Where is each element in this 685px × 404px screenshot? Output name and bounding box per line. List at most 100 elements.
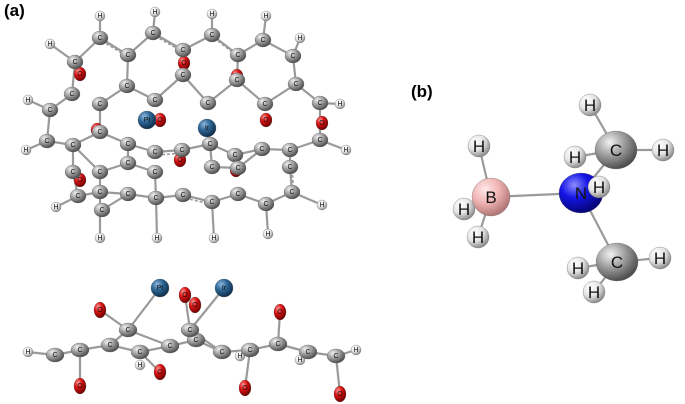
- atom-c: C: [311, 132, 329, 148]
- atom-label: C: [125, 160, 130, 167]
- atom-h: H: [206, 8, 218, 20]
- atom-c: C: [119, 47, 137, 63]
- atom-c: C: [298, 344, 318, 360]
- atom-label: C: [317, 100, 322, 107]
- molecule-top-view-icon: OOOOOOOOOOOCCCCCCCCCCCCCCCCCCCCCCCCCCCCC…: [20, 6, 352, 244]
- atom-label: O: [277, 309, 283, 316]
- atom-label: O: [77, 383, 83, 390]
- atom-label: C: [44, 138, 49, 145]
- atom-label: C: [293, 81, 298, 88]
- atom-label: B: [485, 188, 496, 207]
- atom-c: C: [45, 347, 65, 363]
- atom-label: C: [205, 100, 210, 107]
- atom-label: C: [99, 207, 104, 214]
- atom-label: H: [569, 148, 581, 167]
- atom-label: C: [152, 149, 157, 156]
- atom-label: C: [275, 341, 280, 348]
- atom-h: H: [334, 98, 346, 110]
- atom-c: C: [41, 102, 59, 118]
- atom-label: H: [297, 35, 302, 42]
- atom-label: C: [262, 101, 267, 108]
- atom-o: O: [153, 363, 167, 381]
- atom-c: C: [173, 142, 191, 158]
- atom-o: O: [259, 112, 273, 128]
- atom-c: C: [281, 159, 299, 175]
- atom-label: H: [654, 249, 666, 268]
- atom-label: H: [343, 147, 348, 154]
- atom-label: O: [319, 120, 325, 127]
- atom-c: C: [253, 141, 271, 157]
- atom-label: H: [572, 259, 584, 278]
- atom-h: H: [134, 359, 146, 371]
- atom-h: H: [94, 232, 106, 244]
- atom-c: C: [130, 344, 150, 360]
- atom-label: C: [209, 32, 214, 39]
- atom-label: C: [317, 137, 322, 144]
- atom-label: H: [209, 11, 214, 18]
- atom-c: C: [63, 86, 81, 102]
- atom-c: C: [146, 92, 164, 108]
- atom-c: C: [203, 194, 221, 210]
- atom-c: C: [100, 337, 120, 353]
- atom-label: O: [157, 117, 163, 124]
- atom-label: C: [97, 189, 102, 196]
- atom-label: C: [209, 199, 214, 206]
- atom-pt: Pt: [150, 278, 170, 298]
- atom-c: C: [119, 136, 137, 152]
- atom-o: O: [178, 286, 192, 304]
- atom-label: C: [180, 192, 185, 199]
- atom-c: C: [146, 144, 164, 160]
- atom-c: C: [595, 242, 639, 282]
- atom-label: C: [97, 35, 102, 42]
- atom-h: H: [563, 145, 587, 169]
- atom-pt: Pt: [137, 110, 157, 130]
- atom-label: C: [75, 193, 80, 200]
- atom-ir: Ir: [197, 118, 217, 138]
- atom-c: C: [91, 30, 109, 46]
- atom-label: H: [211, 235, 216, 242]
- atom-c: C: [91, 96, 109, 112]
- atom-label: O: [77, 71, 83, 78]
- atom-label: H: [152, 9, 157, 16]
- atom-h: H: [340, 144, 352, 156]
- atom-h: H: [20, 144, 32, 156]
- atom-h: H: [350, 344, 362, 356]
- atom-label: H: [337, 101, 342, 108]
- atom-c: C: [240, 342, 260, 358]
- atom-c: C: [64, 137, 82, 153]
- atom-label: C: [234, 77, 239, 84]
- atom-o: O: [315, 115, 329, 131]
- atom-c: C: [144, 25, 162, 41]
- atom-label: C: [70, 169, 75, 176]
- atom-label: C: [125, 191, 130, 198]
- atom-h: H: [22, 94, 34, 106]
- atom-o: O: [188, 296, 202, 314]
- atom-label: H: [23, 147, 28, 154]
- atom-c: C: [256, 96, 274, 112]
- atom-label: C: [287, 164, 292, 171]
- atom-c: C: [311, 95, 329, 111]
- atom-label: Ir: [205, 125, 210, 132]
- atom-c: C: [326, 348, 346, 364]
- atom-label: H: [593, 178, 605, 197]
- atom-c: C: [254, 32, 272, 48]
- atom-h: H: [452, 197, 476, 221]
- atom-label: C: [260, 37, 265, 44]
- atom-c: C: [66, 54, 84, 70]
- atom-label: Ir: [222, 285, 227, 292]
- atom-label: C: [290, 53, 295, 60]
- atom-label: C: [263, 201, 268, 208]
- atom-h: H: [466, 225, 490, 249]
- atom-label: C: [209, 164, 214, 171]
- atom-label: C: [97, 129, 102, 136]
- atom-label: C: [179, 147, 184, 154]
- atom-label: O: [192, 302, 198, 309]
- atom-c: C: [69, 188, 87, 204]
- atom-h: H: [651, 138, 675, 162]
- atom-label: H: [584, 96, 596, 115]
- atom-label: O: [77, 177, 83, 184]
- atom-label: C: [610, 141, 622, 160]
- atom-c: C: [203, 27, 221, 43]
